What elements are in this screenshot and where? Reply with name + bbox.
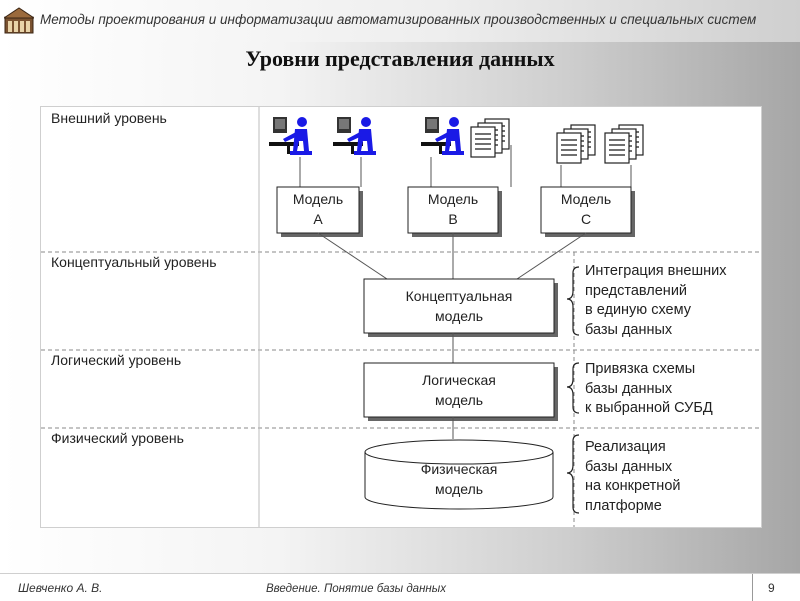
- user-at-computer-icon: [269, 117, 312, 155]
- model-c-box: [540, 186, 632, 234]
- model-c-label: Модель C: [560, 191, 612, 227]
- user-at-computer-icon: [421, 117, 464, 155]
- footer-course: Введение. Понятие базы данных: [266, 583, 446, 595]
- note-logical: Привязка схемы базы данных к выбранной С…: [585, 361, 713, 416]
- conceptual-model-box: [363, 278, 555, 334]
- brace-physical: [566, 434, 580, 514]
- logical-model-box: [363, 362, 555, 418]
- footer-divider: [752, 574, 753, 601]
- brace-logical: [566, 362, 580, 414]
- level-label-physical: Физический уровень: [51, 430, 184, 446]
- footer-bar: Шевченко А. В. Введение. Понятие базы да…: [0, 573, 800, 601]
- user-at-computer-icon: [333, 117, 376, 155]
- document-stack-icon: [471, 119, 509, 157]
- note-physical: Реализация базы данных на конкретной пла…: [585, 439, 681, 514]
- physical-model-label: Физическая модель: [420, 461, 498, 497]
- level-label-external: Внешний уровень: [51, 110, 167, 126]
- level-label-conceptual: Концептуальный уровень: [51, 254, 217, 270]
- document-stack-icon: [557, 125, 595, 163]
- footer-author: Шевченко А. В.: [18, 581, 103, 595]
- page-number: 9: [768, 581, 775, 595]
- diagram-frame: Внешний уровень Концептуальный уровень Л…: [40, 106, 762, 528]
- brace-conceptual: [566, 266, 580, 336]
- slide-title: Уровни представления данных: [245, 46, 555, 71]
- level-label-logical: Логический уровень: [51, 352, 182, 368]
- logical-model-label: Логическая модель: [422, 372, 496, 408]
- model-a-label: Модель A: [292, 191, 344, 227]
- building-logo-icon: [4, 7, 34, 34]
- model-b-box: [407, 186, 499, 234]
- header-bar: Методы проектирования и информатизации а…: [0, 0, 800, 43]
- document-stack-icon: [605, 125, 643, 163]
- model-b-label: Модель B: [427, 191, 479, 227]
- data-levels-diagram: [41, 107, 761, 527]
- physical-model-cylinder: [364, 439, 554, 510]
- note-conceptual: Интеграция внешних представлений в едину…: [585, 263, 727, 338]
- header-title: Методы проектирования и информатизации а…: [40, 12, 757, 27]
- conceptual-model-label: Концептуальная модель: [405, 288, 513, 324]
- model-a-box: [276, 186, 360, 234]
